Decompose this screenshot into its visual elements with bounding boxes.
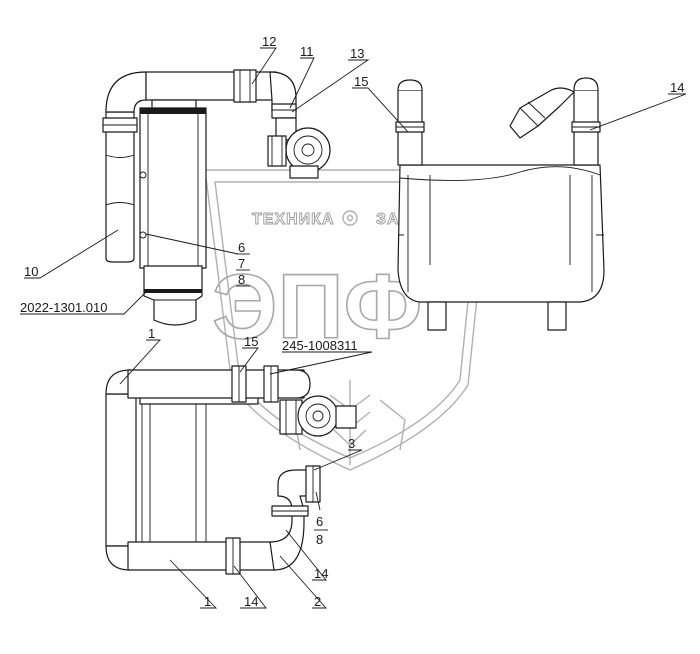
callout-14-low-right: 14: [314, 566, 328, 581]
lower-bottom-pipe: [127, 541, 277, 571]
upper-right-assembly: [395, 77, 605, 331]
rising-bend-pipe: [269, 469, 317, 571]
callout-part-number-filter: 2022-1301.010: [20, 300, 107, 315]
vertical-intake-pipe: [105, 111, 135, 263]
elbow-top-left: [105, 71, 147, 113]
upper-left-assembly: [102, 69, 331, 326]
callout-13: 13: [350, 46, 364, 61]
callout-8-low: 8: [316, 532, 323, 547]
pipe-bend-mark: [105, 154, 135, 158]
callout-14-bottom: 14: [244, 594, 258, 609]
leader-lines: [20, 47, 687, 609]
watermark-logo-letters: ЭПФ: [212, 256, 422, 358]
angled-cap: [509, 87, 575, 139]
cleaner-body: [397, 164, 605, 303]
watermark-brand-left: ТЕХНИКА: [252, 211, 335, 228]
turbocharger-lower: [279, 395, 357, 437]
callout-2: 2: [314, 594, 321, 609]
lower-elbow-top: [105, 369, 131, 395]
callout-6-top: 6: [238, 240, 245, 255]
filter-bottom-cap: [143, 265, 203, 326]
callout-6-low: 6: [316, 514, 323, 529]
callout-8-top: 8: [238, 272, 245, 287]
lower-assembly: [105, 365, 357, 575]
turbocharger-upper: [267, 117, 331, 179]
connector-sleeve-12: [233, 69, 257, 103]
foot-right: [547, 301, 567, 331]
callout-3: 3: [348, 436, 355, 451]
clamp-11: [271, 103, 297, 119]
callout-1-bottom: 1: [204, 594, 211, 609]
callout-7-top: 7: [238, 256, 245, 271]
callout-part-number-pipe: 245-1008311: [282, 338, 358, 353]
bolt-upper: [139, 171, 147, 179]
watermark-shield-outline: [204, 169, 491, 471]
lower-vertical-pipe: [105, 393, 137, 547]
callout-1-left: 1: [148, 326, 155, 341]
air-filter-housing: [139, 107, 207, 269]
foot-left: [427, 301, 447, 331]
callout-14-top: 14: [670, 80, 684, 95]
callout-11: 11: [300, 44, 314, 59]
callout-15-mid: 15: [244, 334, 258, 349]
callout-10: 10: [24, 264, 38, 279]
bolt-lower: [139, 231, 147, 239]
gear-icon: [342, 210, 358, 226]
callout-15-top: 15: [354, 74, 368, 89]
lower-elbow-bottom: [105, 545, 131, 571]
callout-labels: 12 11 13 15 14 10 2022-1301.010 6 7 8 1 …: [20, 34, 684, 609]
callout-12: 12: [262, 34, 276, 49]
